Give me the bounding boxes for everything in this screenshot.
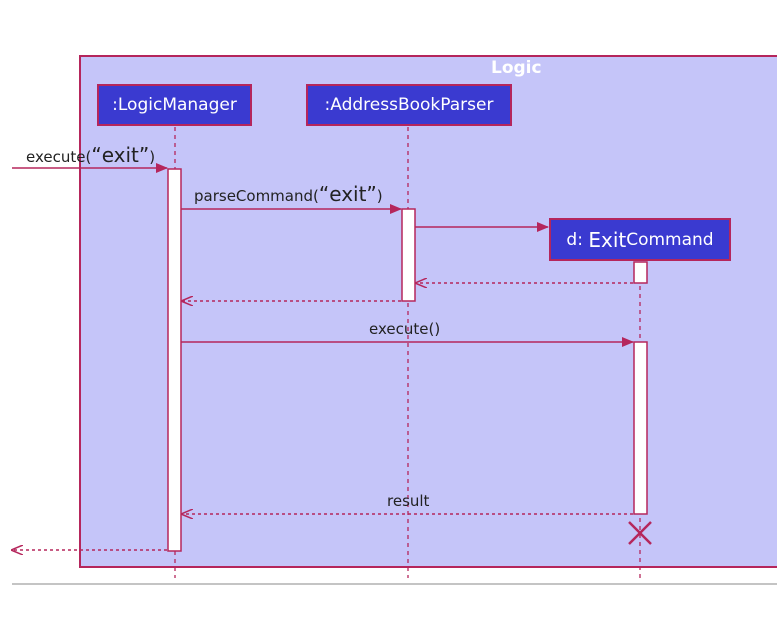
activation-logic-manager bbox=[167, 168, 182, 552]
label-parse-call: parseCommand(“exit”) bbox=[194, 182, 383, 206]
exit-suffix: Command bbox=[626, 229, 714, 250]
frame-title: Logic bbox=[491, 58, 542, 78]
participant-parser-label: :AddressBookParser bbox=[324, 95, 494, 115]
label-execute-call: execute(“exit”) bbox=[26, 143, 155, 167]
participant-address-book-parser: :AddressBookParser bbox=[306, 84, 512, 126]
label-result: result bbox=[387, 492, 430, 510]
parse-call-arg: “exit” bbox=[318, 182, 377, 206]
parse-call-close: ) bbox=[376, 187, 383, 205]
activation-exit-execute bbox=[633, 341, 648, 515]
execute-call-close: ) bbox=[149, 148, 156, 166]
participant-logic-manager-label: :LogicManager bbox=[112, 95, 237, 115]
exit-emph: Exit bbox=[588, 227, 627, 252]
logic-frame bbox=[79, 55, 777, 568]
exit-prefix: d: bbox=[566, 229, 583, 250]
parse-call-name: parseCommand( bbox=[194, 187, 319, 205]
participant-logic-manager: :LogicManager bbox=[97, 84, 252, 126]
execute-call-name: execute( bbox=[26, 148, 92, 166]
destroy-marker bbox=[628, 521, 652, 545]
execute-call-arg: “exit” bbox=[91, 143, 150, 167]
label-execute-cmd: execute() bbox=[369, 320, 441, 338]
activation-exit-create bbox=[633, 261, 648, 284]
activation-parser bbox=[401, 208, 416, 302]
